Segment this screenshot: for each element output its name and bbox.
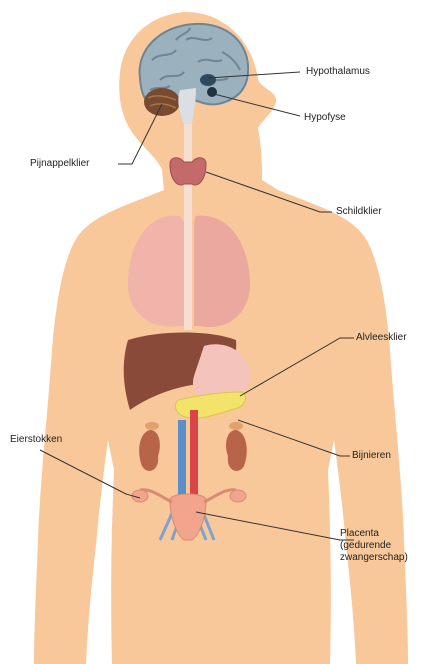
label-schildklier: Schildklier bbox=[336, 206, 382, 218]
label-bijnieren: Bijnieren bbox=[352, 450, 391, 462]
hypofyse-gland bbox=[207, 87, 217, 97]
label-hypofyse: Hypofyse bbox=[304, 112, 346, 124]
label-placenta-line2: (gedurende bbox=[340, 540, 430, 552]
label-placenta-line1: Placenta bbox=[340, 528, 430, 540]
label-placenta-line3: zwangerschap) bbox=[340, 552, 430, 564]
vena-cava bbox=[178, 420, 186, 500]
right-ovary bbox=[230, 490, 246, 502]
left-adrenal bbox=[145, 422, 159, 430]
thyroid-gland bbox=[170, 158, 206, 185]
spinal-cord bbox=[184, 110, 192, 330]
label-pijnappelklier: Pijnappelklier bbox=[30, 158, 89, 170]
label-hypothalamus: Hypothalamus bbox=[306, 66, 370, 78]
label-placenta: Placenta (gedurende zwangerschap) bbox=[340, 528, 430, 564]
hypothalamus-gland bbox=[200, 74, 216, 86]
label-alvleesklier: Alvleesklier bbox=[356, 332, 407, 344]
right-adrenal bbox=[229, 422, 243, 430]
aorta bbox=[190, 410, 198, 500]
label-eierstokken: Eierstokken bbox=[10, 434, 62, 446]
cerebellum bbox=[144, 88, 180, 116]
